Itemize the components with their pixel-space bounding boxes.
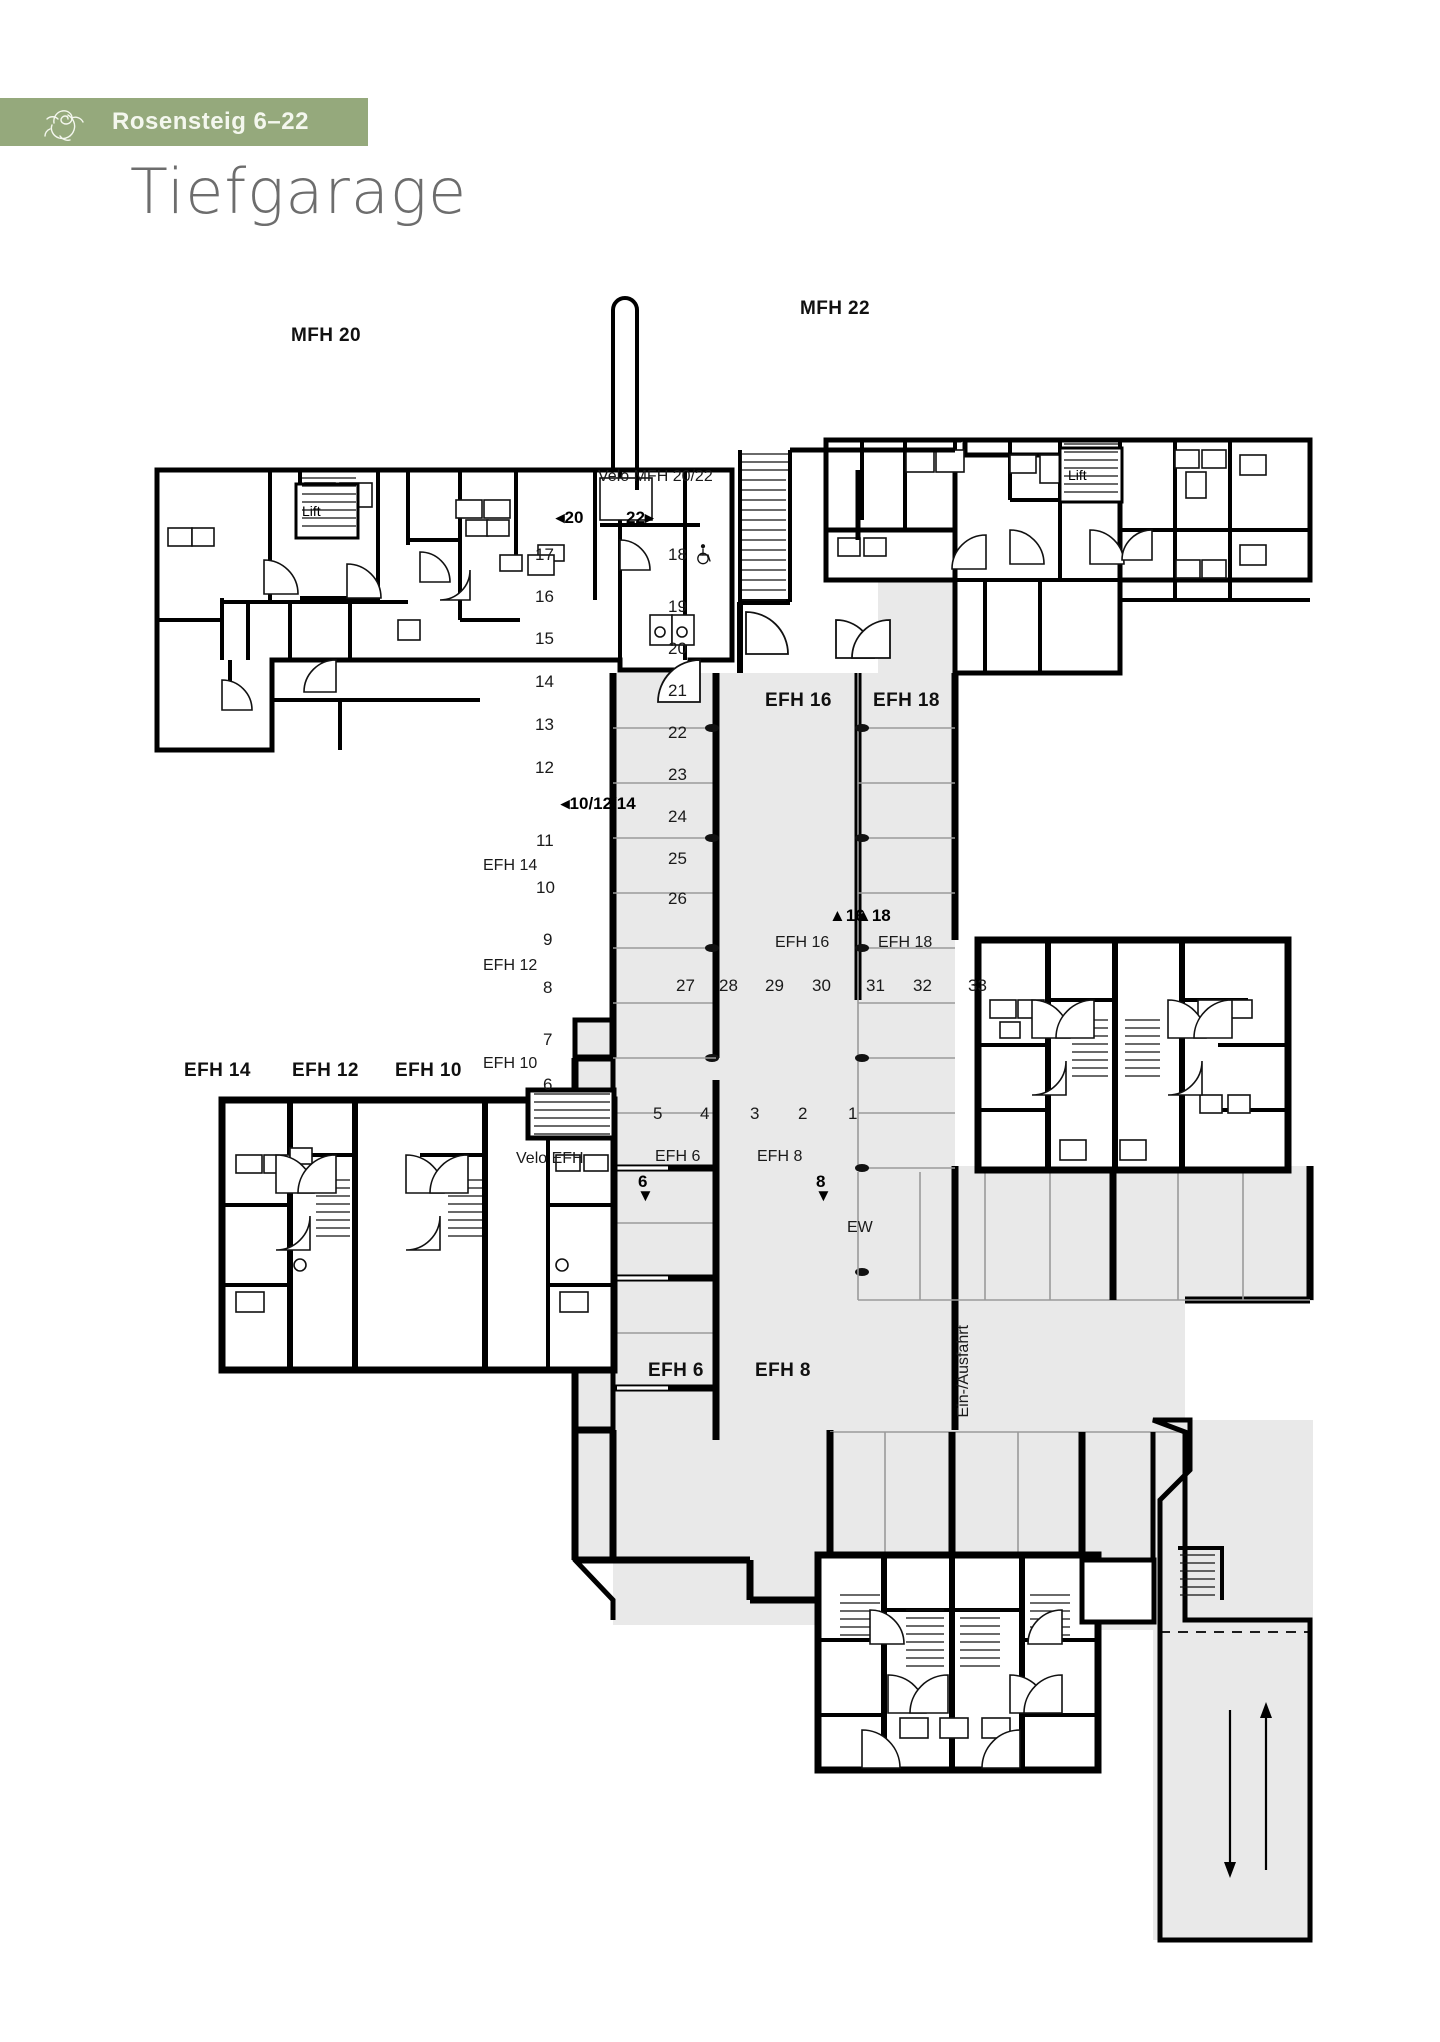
- parking-slot-7: 7: [543, 1030, 553, 1049]
- lift-label-mfh20: Lift: [302, 503, 321, 519]
- building-title-efh10: EFH 10: [395, 1060, 462, 1081]
- parking-slot-24: 24: [668, 807, 687, 826]
- parking-slot-8: 8: [543, 978, 553, 997]
- right-triangle-icon: ▸: [644, 508, 654, 527]
- rose-icon: [44, 110, 84, 141]
- parking-slot-28: 28: [719, 976, 738, 995]
- parking-slot-3: 3: [750, 1104, 760, 1123]
- direction-marker-22: 22▸: [626, 508, 654, 527]
- wheelchair-icon: [697, 544, 711, 565]
- page-title: Tiefgarage: [130, 155, 468, 228]
- building-title-efh6: EFH 6: [648, 1360, 704, 1381]
- parking-slot-10: 10: [536, 878, 555, 897]
- parking-slot-22: 22: [668, 723, 687, 742]
- parking-slot-25: 25: [668, 849, 687, 868]
- entrance-exit-label: Ein-/Ausfahrt: [955, 1325, 972, 1418]
- building-title-efh14: EFH 14: [184, 1060, 251, 1081]
- parking-slot-1: 1: [848, 1104, 858, 1123]
- parking-slot-31: 31: [866, 976, 885, 995]
- direction-marker-18: ▲18: [855, 906, 891, 925]
- direction-marker-6: 6: [638, 1172, 648, 1191]
- parking-slot-11: 11: [536, 831, 554, 850]
- direction-marker-16: ▲16: [829, 906, 865, 925]
- parking-slot-20: 20: [668, 639, 687, 658]
- parking-slot-23: 23: [668, 765, 687, 784]
- velo-mfh-label: Velo MFH 20/22: [598, 468, 713, 485]
- cellar-tag-efh14: EFH 14: [483, 857, 538, 874]
- parking-slot-19: 19: [668, 597, 687, 616]
- up-triangle-icon: ▲: [829, 906, 846, 925]
- parking-slot-29: 29: [765, 976, 784, 995]
- parking-slot-6: 6: [543, 1075, 553, 1094]
- parking-slot-17: 17: [535, 545, 554, 564]
- parking-slot-33: 33: [968, 976, 987, 995]
- cellar-tag-efh18: EFH 18: [878, 934, 933, 951]
- parking-slot-18: 18: [668, 545, 687, 564]
- parking-slot-14: 14: [535, 672, 554, 691]
- building-title-efh18: EFH 18: [873, 690, 940, 711]
- parking-slot-4: 4: [700, 1104, 710, 1123]
- building-title-efh12: EFH 12: [292, 1060, 359, 1081]
- parking-slot-32: 32: [913, 976, 932, 995]
- building-title-efh16: EFH 16: [765, 690, 832, 711]
- parking-slot-5: 5: [653, 1104, 663, 1123]
- header-banner: Rosensteig 6–22: [0, 98, 368, 146]
- building-title-mfh22: MFH 22: [800, 298, 870, 319]
- parking-slot-13: 13: [535, 715, 554, 734]
- direction-marker-101214: ◂10/12/14: [561, 794, 636, 813]
- building-title-mfh20: MFH 20: [291, 325, 361, 346]
- cellar-tag-efh8: EFH 8: [757, 1148, 803, 1165]
- cellar-tag-efh16: EFH 16: [775, 934, 830, 951]
- parking-slot-30: 30: [812, 976, 831, 995]
- cellar-tag-efh12: EFH 12: [483, 957, 538, 974]
- velo-efh-label: Velo EFH: [516, 1150, 584, 1167]
- ew-label: EW: [847, 1219, 873, 1236]
- parking-slot-12: 12: [535, 758, 554, 777]
- down-triangle-icon-6: ▼: [637, 1186, 654, 1205]
- parking-slot-16: 16: [535, 587, 554, 606]
- direction-marker-8: 8: [816, 1172, 826, 1191]
- banner-title: Rosensteig 6–22: [112, 108, 309, 135]
- up-triangle-icon: ▲: [855, 906, 872, 925]
- parking-slot-27: 27: [676, 976, 695, 995]
- building-title-efh8: EFH 8: [755, 1360, 811, 1381]
- parking-slot-26: 26: [668, 889, 687, 908]
- left-triangle-icon: ◂: [556, 508, 565, 527]
- cellar-tag-efh6: EFH 6: [655, 1148, 701, 1165]
- lift-label-mfh22: Lift: [1068, 467, 1087, 483]
- left-triangle-icon: ◂: [561, 794, 570, 813]
- parking-slot-9: 9: [543, 930, 553, 949]
- parking-slot-21: 21: [668, 681, 687, 700]
- parking-slot-2: 2: [798, 1104, 808, 1123]
- parking-slot-15: 15: [535, 629, 554, 648]
- direction-marker-20: ◂20: [556, 508, 584, 527]
- cellar-tag-efh10: EFH 10: [483, 1055, 538, 1072]
- down-triangle-icon-8: ▼: [815, 1186, 832, 1205]
